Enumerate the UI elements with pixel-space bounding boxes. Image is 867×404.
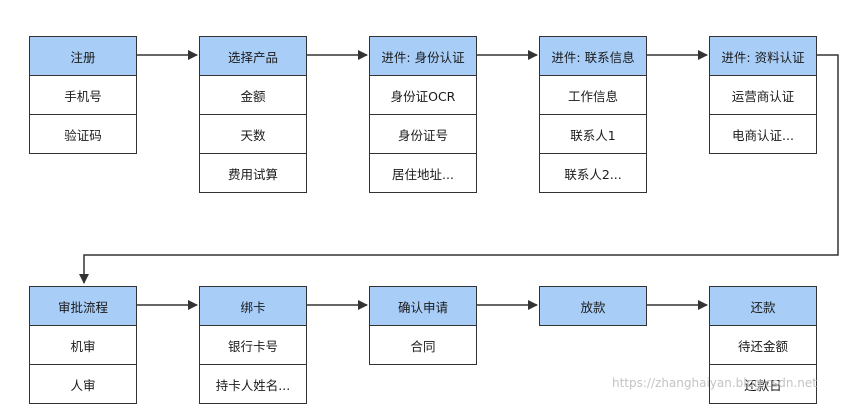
stage-item: 电商认证...: [709, 114, 817, 154]
arrow-credentials-to-approval: [79, 54, 839, 284]
stage-confirm: 确认申请 合同: [369, 286, 477, 365]
stage-repay: 还款 待还金额 还款日: [709, 286, 817, 404]
stage-approval: 审批流程 机审 人审: [29, 286, 137, 404]
stage-header: 进件: 联系信息: [539, 36, 647, 76]
stage-header: 确认申请: [369, 286, 477, 326]
stage-header: 绑卡: [199, 286, 307, 326]
stage-item: 居住地址...: [369, 153, 477, 193]
stage-header: 审批流程: [29, 286, 137, 326]
stage-item: 机审: [29, 325, 137, 365]
stage-disburse: 放款: [539, 286, 647, 326]
stage-identity: 进件: 身份认证 身份证OCR 身份证号 居住地址...: [369, 36, 477, 193]
stage-header: 注册: [29, 36, 137, 76]
stage-header: 进件: 身份认证: [369, 36, 477, 76]
stage-item: 联系人2...: [539, 153, 647, 193]
stage-item: 金额: [199, 75, 307, 115]
stage-bind-card: 绑卡 银行卡号 持卡人姓名...: [199, 286, 307, 404]
stage-item: 验证码: [29, 114, 137, 154]
stage-item: 身份证OCR: [369, 75, 477, 115]
stage-item: 手机号: [29, 75, 137, 115]
stage-item: 运营商认证: [709, 75, 817, 115]
stage-item: 合同: [369, 325, 477, 365]
stage-item: 待还金额: [709, 325, 817, 365]
stage-item: 持卡人姓名...: [199, 364, 307, 404]
stage-select-product: 选择产品 金额 天数 费用试算: [199, 36, 307, 193]
stage-register: 注册 手机号 验证码: [29, 36, 137, 154]
stage-item: 人审: [29, 364, 137, 404]
stage-header: 还款: [709, 286, 817, 326]
stage-item: 费用试算: [199, 153, 307, 193]
stage-item: 天数: [199, 114, 307, 154]
stage-header: 放款: [539, 286, 647, 326]
stage-contacts: 进件: 联系信息 工作信息 联系人1 联系人2...: [539, 36, 647, 193]
stage-item: 身份证号: [369, 114, 477, 154]
stage-item: 银行卡号: [199, 325, 307, 365]
stage-credentials: 进件: 资料认证 运营商认证 电商认证...: [709, 36, 817, 154]
stage-item: 还款日: [709, 364, 817, 404]
stage-header: 进件: 资料认证: [709, 36, 817, 76]
watermark: https://zhanghaiyan.blog.csdn.net: [612, 376, 817, 390]
stage-header: 选择产品: [199, 36, 307, 76]
stage-item: 联系人1: [539, 114, 647, 154]
stage-item: 工作信息: [539, 75, 647, 115]
